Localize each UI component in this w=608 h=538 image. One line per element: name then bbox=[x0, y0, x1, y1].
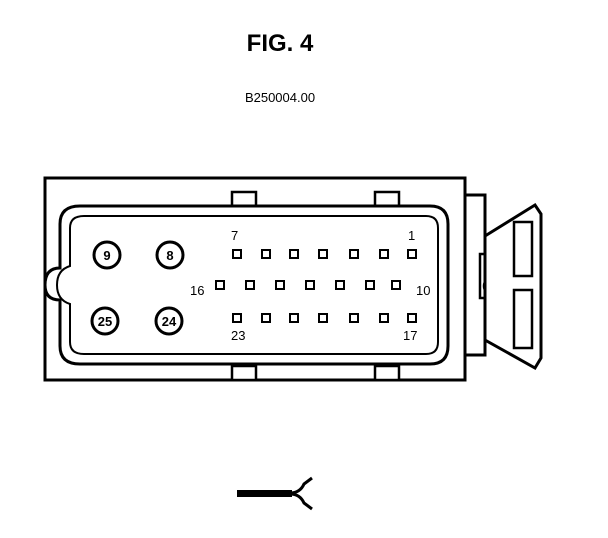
label-pin-16: 16 bbox=[190, 283, 204, 298]
large-pin-25-label: 25 bbox=[98, 314, 112, 329]
terminal-pin bbox=[261, 313, 271, 323]
terminal-pin bbox=[407, 249, 417, 259]
large-pin-25: 25 bbox=[90, 306, 120, 336]
large-pin-9-label: 9 bbox=[103, 248, 110, 263]
figure-code: B250004.00 bbox=[244, 90, 316, 105]
terminal-pin bbox=[289, 249, 299, 259]
terminal-pin bbox=[349, 313, 359, 323]
terminal-pin bbox=[365, 280, 375, 290]
figure-title: FIG. 4 bbox=[246, 30, 314, 57]
terminal-pin bbox=[349, 249, 359, 259]
label-pin-1: 1 bbox=[408, 228, 415, 243]
label-pin-7: 7 bbox=[231, 228, 238, 243]
terminal-pin bbox=[289, 313, 299, 323]
large-pin-24: 24 bbox=[154, 306, 184, 336]
terminal-row-bottom bbox=[232, 313, 417, 323]
connector-cavity-inner bbox=[55, 215, 439, 355]
label-pin-17: 17 bbox=[403, 328, 417, 343]
terminal-pin bbox=[305, 280, 315, 290]
terminal-pin bbox=[232, 313, 242, 323]
top-latch-right bbox=[373, 190, 401, 208]
terminal-pin bbox=[391, 280, 401, 290]
bottom-latch-left bbox=[230, 364, 258, 382]
label-pin-10: 10 bbox=[416, 283, 430, 298]
terminal-row-middle bbox=[215, 280, 401, 290]
bottom-latch-right bbox=[373, 364, 401, 382]
large-pin-24-label: 24 bbox=[162, 314, 177, 329]
terminal-pin bbox=[318, 313, 328, 323]
terminal-row-top bbox=[232, 249, 417, 259]
top-latch-left bbox=[230, 190, 258, 208]
side-lever-slot-bottom bbox=[512, 288, 534, 350]
side-lever-slot-top bbox=[512, 220, 534, 278]
label-pin-23: 23 bbox=[231, 328, 245, 343]
terminal-pin bbox=[335, 280, 345, 290]
wire-harness-icon bbox=[237, 476, 313, 511]
terminal-pin bbox=[245, 280, 255, 290]
terminal-pin bbox=[318, 249, 328, 259]
terminal-pin bbox=[261, 249, 271, 259]
terminal-pin bbox=[379, 313, 389, 323]
large-pin-8: 8 bbox=[155, 240, 185, 270]
terminal-pin bbox=[275, 280, 285, 290]
terminal-pin bbox=[215, 280, 225, 290]
large-pin-8-label: 8 bbox=[166, 248, 173, 263]
large-pin-9: 9 bbox=[92, 240, 122, 270]
terminal-pin bbox=[407, 313, 417, 323]
terminal-pin bbox=[379, 249, 389, 259]
terminal-pin bbox=[232, 249, 242, 259]
